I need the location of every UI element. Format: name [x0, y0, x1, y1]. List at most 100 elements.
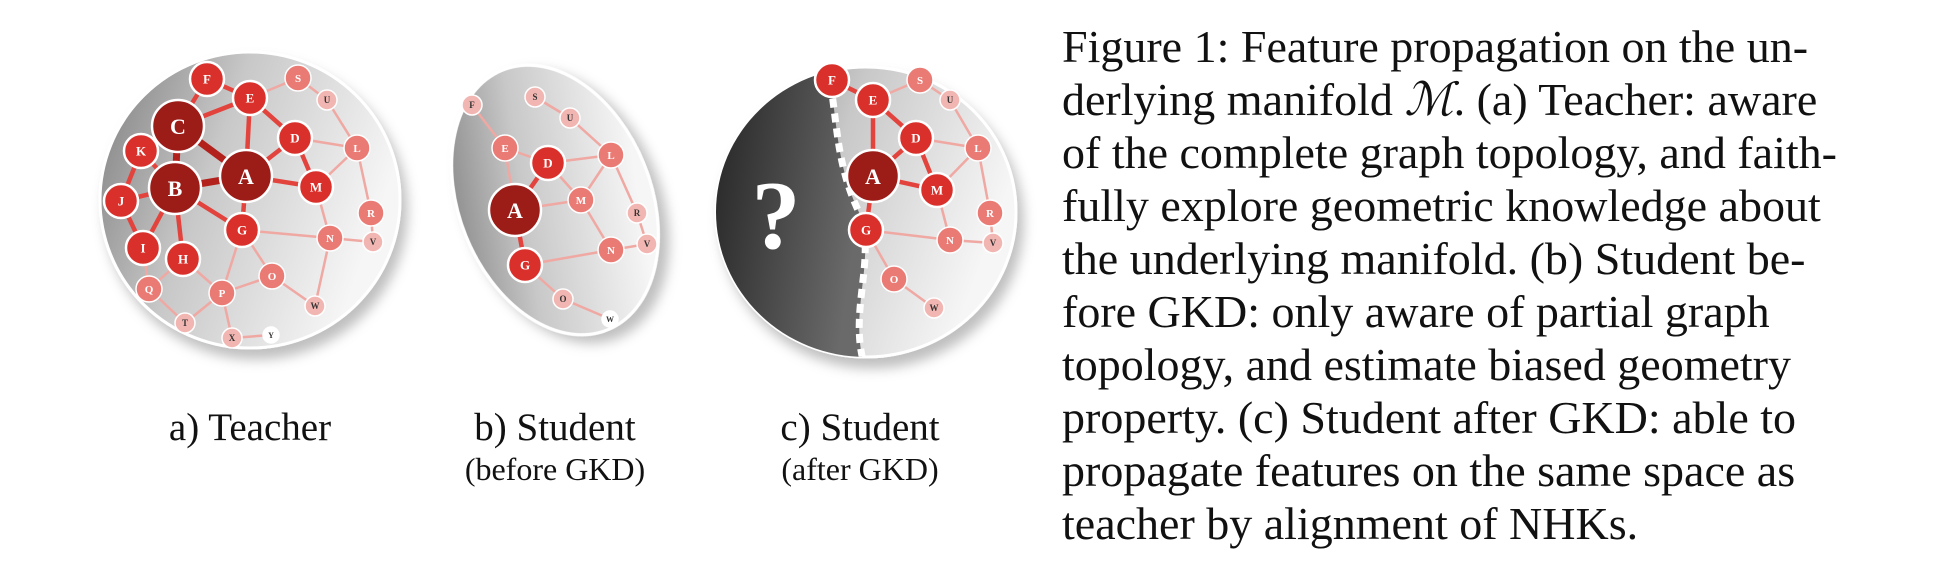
graph-node-S: S [524, 86, 546, 108]
caption-line-tail: . (a) Teacher: aware [1453, 74, 1818, 125]
node-circle [626, 202, 648, 224]
graph-node-A: A [845, 148, 901, 204]
node-circle [597, 236, 625, 264]
graph-node-G: G [847, 211, 885, 249]
graph-node-B: B [147, 160, 203, 216]
node-label: Y [268, 331, 274, 340]
node-label: A [865, 164, 881, 189]
node-circle [524, 86, 546, 108]
caption-line: fully explore geometric knowledge about [1062, 180, 1821, 231]
node-circle [461, 94, 483, 116]
node-label: F [203, 72, 211, 87]
node-circle [845, 148, 901, 204]
node-label: O [559, 294, 566, 304]
graph-node-U: U [559, 107, 581, 129]
node-circle [174, 312, 196, 334]
graph-node-E: E [491, 134, 519, 162]
node-label: R [634, 208, 641, 218]
node-circle [164, 240, 202, 278]
graph-node-W: W [304, 295, 326, 317]
node-circle [939, 89, 961, 111]
caption-line: of the complete graph topology, and fait… [1062, 127, 1837, 178]
node-label: V [644, 239, 651, 249]
graph-node-M: M [918, 171, 956, 209]
caption-line: topology, and estimate biased geometry [1062, 339, 1791, 390]
node-circle [636, 233, 658, 255]
caption-line: property. (c) Student after GKD: able to [1062, 392, 1797, 443]
node-circle [487, 182, 543, 238]
node-circle [923, 297, 945, 319]
graph-node-Q: Q [135, 275, 163, 303]
graph-node-I: I [124, 229, 162, 267]
node-label: W [930, 303, 939, 313]
panel-b-label: b) Student (before GKD) [430, 406, 680, 488]
graph-node-Y: Y [262, 326, 280, 344]
node-label: O [890, 274, 899, 286]
graph-node-W: W [923, 297, 945, 319]
panel-a-title: a) Teacher [168, 406, 332, 449]
node-circle [258, 262, 286, 290]
panel-b-subtitle: (before GKD) [464, 450, 646, 487]
node-circle [362, 231, 384, 253]
caption-line-text: derlying manifold [1062, 74, 1405, 125]
node-circle [601, 310, 619, 328]
graph-node-R: R [626, 202, 648, 224]
node-label: L [974, 143, 981, 155]
node-label: V [990, 238, 997, 248]
node-label: I [140, 241, 145, 256]
node-label: T [182, 318, 188, 328]
graph-node-L: L [597, 141, 625, 169]
caption-line: fore GKD: only aware of partial graph [1062, 286, 1770, 337]
graph-node-L: L [964, 134, 992, 162]
node-label: H [178, 252, 188, 267]
unknown-question-mark: ? [752, 162, 801, 270]
node-circle [147, 160, 203, 216]
graph-node-O: O [552, 288, 574, 310]
node-circle [906, 66, 934, 94]
node-circle [221, 327, 243, 349]
graph-node-N: N [936, 226, 964, 254]
graph-node-V: V [362, 231, 384, 253]
node-circle [897, 119, 935, 157]
boundary-dashed-line [816, 67, 874, 357]
node-circle [102, 182, 140, 220]
node-circle [491, 134, 519, 162]
caption-line: Figure 1: Feature propagation on the un- [1062, 21, 1809, 72]
node-label: L [353, 143, 360, 155]
node-label: F [828, 73, 836, 88]
caption-line: teacher by alignment of NHKs. [1062, 498, 1639, 549]
node-label: S [295, 73, 301, 85]
graph-node-X: X [221, 327, 243, 349]
graph-node-E: E [231, 79, 269, 117]
graph-node-R: R [357, 199, 385, 227]
graph-node-W: W [601, 310, 619, 328]
node-label: W [606, 315, 614, 324]
node-label: R [367, 208, 376, 220]
node-label: N [607, 245, 615, 257]
panel-b-title: b) Student [474, 406, 636, 449]
graph-node-E: E [854, 81, 892, 119]
graph-node-V: V [982, 232, 1004, 254]
node-label: W [311, 301, 320, 311]
graph-node-S: S [906, 66, 934, 94]
node-label: S [532, 92, 537, 102]
node-label: U [324, 95, 331, 105]
node-label: D [290, 131, 299, 146]
node-circle [982, 232, 1004, 254]
node-circle [597, 141, 625, 169]
node-circle [813, 61, 851, 99]
graph-node-D: D [897, 119, 935, 157]
graph-node-G: G [223, 211, 261, 249]
node-label: M [576, 195, 587, 207]
node-label: E [869, 93, 878, 108]
node-label: J [118, 194, 125, 209]
node-circle [304, 295, 326, 317]
node-label: R [986, 208, 995, 220]
node-label: D [543, 156, 552, 171]
node-circle [316, 89, 338, 111]
node-circle [357, 199, 385, 227]
